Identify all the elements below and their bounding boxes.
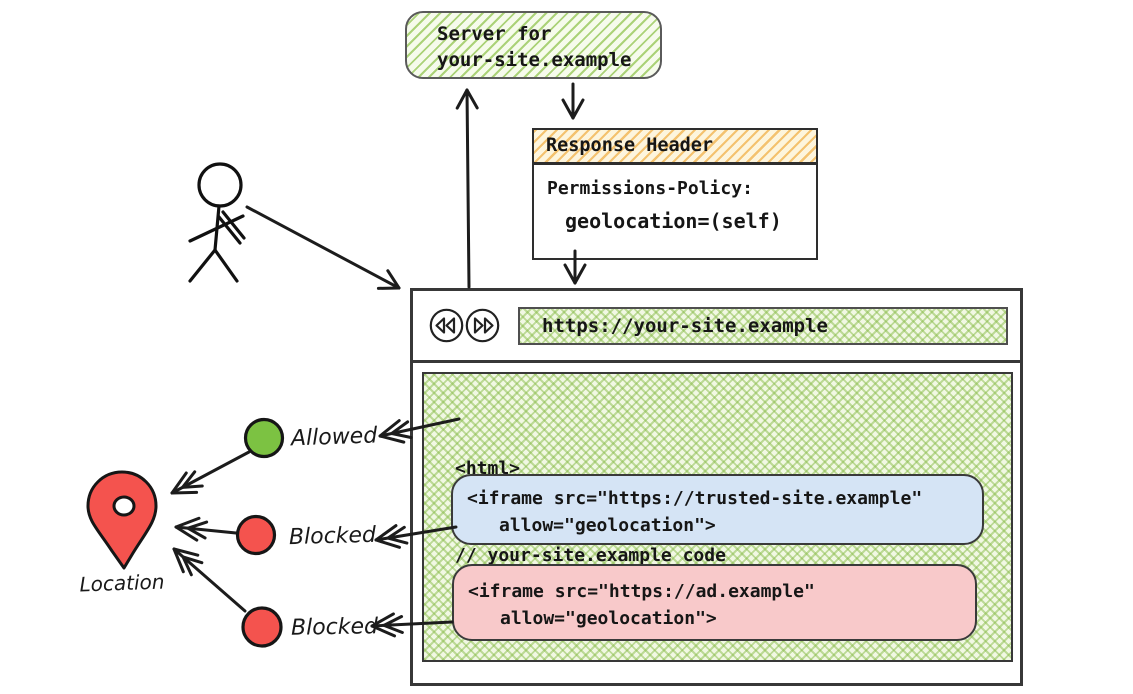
arrow-user-to-browser <box>245 205 401 290</box>
blocked-dot-1 <box>235 514 277 556</box>
user-head <box>197 162 243 208</box>
page-code: <html> // your-site.example code <box>455 396 726 628</box>
iframe-trusted-line2: allow="geolocation"> <box>499 515 716 536</box>
arrow-blocked2-to-pin <box>172 547 247 613</box>
response-header-title: Response Header <box>534 130 816 165</box>
arrow-allowed-to-pin <box>170 450 251 495</box>
iframe-ad-line2: allow="geolocation"> <box>500 608 717 629</box>
user-torso <box>213 204 221 252</box>
browser-window: https://your-site.example <html> // your… <box>410 288 1023 686</box>
user-sketch-line-1 <box>221 210 246 240</box>
server-box: Server for your-site.example <box>405 11 662 79</box>
server-box-line1: Server for <box>437 23 552 45</box>
url-bar[interactable]: https://your-site.example <box>518 307 1008 345</box>
forward-icon <box>465 308 500 343</box>
browser-toolbar: https://your-site.example <box>413 291 1020 363</box>
back-icon <box>429 308 464 343</box>
location-label: Location <box>79 569 165 597</box>
arrow-browser-to-server <box>455 88 479 289</box>
code-line-comment: // your-site.example code <box>455 545 726 566</box>
user-arms <box>188 214 245 243</box>
response-header-body: Permissions-Policy: geolocation=(self) <box>534 165 816 258</box>
blocked-label-ad: Blocked <box>290 614 379 641</box>
allowed-dot <box>243 417 285 459</box>
location-pin-icon <box>86 470 158 570</box>
user-leg-right <box>213 248 239 283</box>
back-button[interactable] <box>429 308 464 343</box>
pin-hole <box>112 495 136 517</box>
policy-line-2: geolocation=(self) <box>565 209 782 233</box>
code-line-html: <html> <box>455 458 521 479</box>
iframe-ad-box: <iframe src="https://ad.example" allow="… <box>452 564 977 641</box>
allowed-label: Allowed <box>290 423 378 452</box>
browser-content: <html> // your-site.example code <iframe… <box>422 372 1013 662</box>
blocked-label-trusted: Blocked <box>288 522 377 551</box>
arrow-blocked1-to-pin <box>174 516 238 542</box>
policy-line-1: Permissions-Policy: <box>547 178 753 199</box>
iframe-trusted-box: <iframe src="https://trusted-site.exampl… <box>451 474 984 545</box>
iframe-trusted-line1: <iframe src="https://trusted-site.exampl… <box>467 488 923 509</box>
forward-button[interactable] <box>465 308 500 343</box>
user-sketch-line-2 <box>217 215 242 245</box>
url-text: https://your-site.example <box>542 315 828 337</box>
server-box-line2: your-site.example <box>437 49 632 71</box>
response-header-box: Response Header Permissions-Policy: geol… <box>532 128 818 260</box>
user-leg-left <box>188 248 217 283</box>
iframe-ad-line1: <iframe src="https://ad.example" <box>468 581 815 602</box>
blocked-dot-2 <box>241 606 283 648</box>
user-figure <box>188 162 246 283</box>
